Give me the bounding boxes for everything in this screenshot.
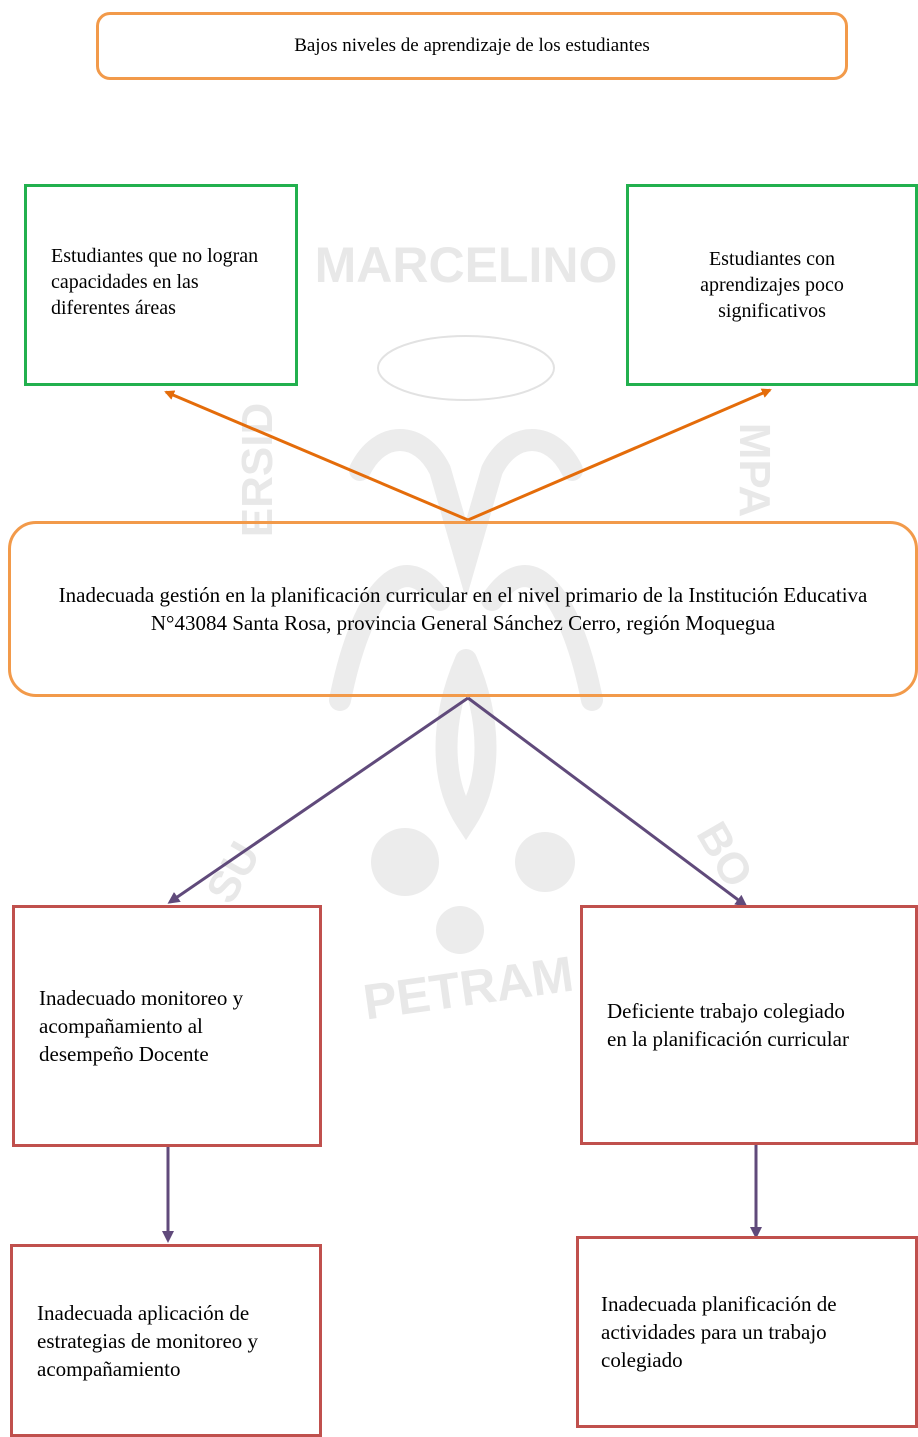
effect-right-box: Estudiantes con aprendizajes poco signif… xyxy=(626,184,918,386)
cause-right-text: Deficiente trabajo colegiado en la plani… xyxy=(607,999,849,1051)
central-problem-box: Inadecuada gestión en la planificación c… xyxy=(8,521,918,697)
subcause-right-box: Inadecuada planificación de actividades … xyxy=(576,1236,918,1428)
cause-left-text: Inadecuado monitoreo y acompañamiento al… xyxy=(39,986,244,1066)
effect-left-text: Estudiantes que no logran capacidades en… xyxy=(51,245,259,319)
subcause-left-box: Inadecuada aplicación de estrategias de … xyxy=(10,1244,322,1437)
watermark-right-text: MPA xyxy=(730,423,779,518)
cause-right-box: Deficiente trabajo colegiado en la plani… xyxy=(580,905,918,1145)
watermark-top-text: MARCELINO xyxy=(315,237,618,293)
top-effect-box: Bajos niveles de aprendizaje de los estu… xyxy=(96,12,848,80)
arrow-to-cause-left xyxy=(167,696,469,904)
cause-left-box: Inadecuado monitoreo y acompañamiento al… xyxy=(12,905,322,1147)
effect-right-text: Estudiantes con aprendizajes poco signif… xyxy=(700,248,844,322)
subcause-right-text: Inadecuada planificación de actividades … xyxy=(601,1292,837,1372)
effect-left-box: Estudiantes que no logran capacidades en… xyxy=(24,184,298,386)
arrow-to-effect-left xyxy=(164,390,469,522)
central-problem-text: Inadecuada gestión en la planificación c… xyxy=(58,583,868,635)
top-effect-text: Bajos niveles de aprendizaje de los estu… xyxy=(294,35,650,56)
arrow-to-effect-right xyxy=(467,388,772,522)
subcause-left-text: Inadecuada aplicación de estrategias de … xyxy=(37,1300,259,1381)
arrow-to-cause-right xyxy=(467,696,748,907)
